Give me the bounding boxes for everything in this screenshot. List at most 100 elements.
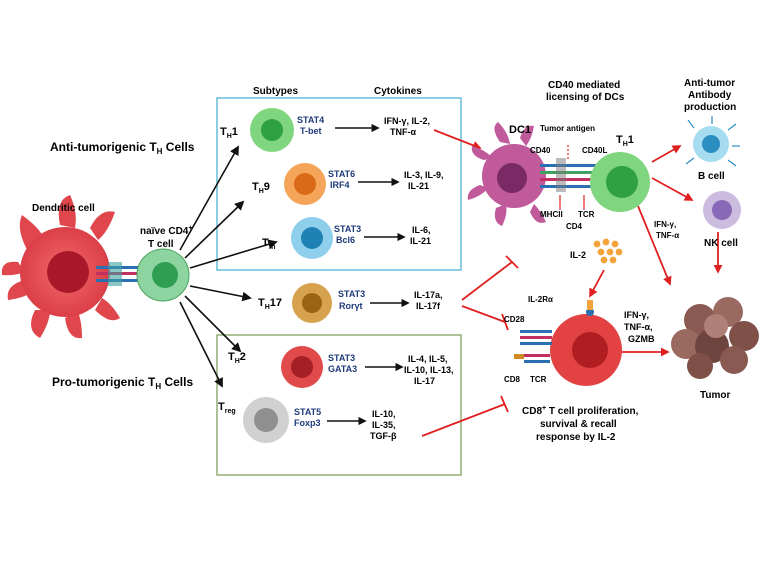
tf-tfh-2: Bcl6 <box>336 235 355 245</box>
cytokines-header: Cytokines <box>374 86 422 97</box>
treg-inhibit-line <box>421 403 506 437</box>
pro-tumorigenic-box <box>216 334 462 476</box>
cytokines-th9-1: IL-3, IL-9, <box>404 170 444 180</box>
cd8-effector-1: IFN-γ, <box>624 310 649 320</box>
tf-th2-1: STAT3 <box>328 353 355 363</box>
anti-tumorigenic-title: Anti-tumorigenic TH Cells <box>50 140 195 156</box>
dc1-th1-synapse-icon <box>540 145 596 210</box>
cd8-prolif-1: CD8+ T cell proliferation, <box>522 405 639 417</box>
tf-treg-2: Foxp3 <box>294 418 321 428</box>
th1-subtype-cell-icon <box>250 108 294 152</box>
tf-th9-1: STAT6 <box>328 169 355 179</box>
th1-to-bcell-arrow <box>651 145 682 163</box>
th1-effector-1: IFN-γ, <box>654 220 676 229</box>
subtype-label-treg: Treg <box>218 401 236 415</box>
subtype-label-th2: TH2 <box>228 351 246 365</box>
cd8-effector-3: GZMB <box>628 334 655 344</box>
cd40l-label: CD40L <box>582 146 607 155</box>
cytokines-th2-2: IL-10, IL-13, <box>404 365 454 375</box>
tfh-subtype-cell-icon <box>291 217 333 259</box>
antitumor-title-2: Antibody <box>688 90 732 101</box>
il2ra-label: IL-2Rα <box>528 295 553 304</box>
tf-th1-1: STAT4 <box>297 115 324 125</box>
arrow-to-th17 <box>189 285 252 302</box>
differentiation-arrows <box>179 145 278 388</box>
il2-particles-icon <box>593 238 623 264</box>
il2-to-cd8-arrow <box>589 269 605 298</box>
treg-subtype-cell-icon <box>243 397 289 443</box>
th17-inhibit-cd8 <box>461 305 506 323</box>
cytokines-th17-1: IL-17a, <box>414 290 443 300</box>
arrow-to-th1 <box>179 145 239 251</box>
cd8-prolif-3: response by IL-2 <box>536 432 616 443</box>
cd8-label: CD8 <box>504 375 521 384</box>
b-cell-icon <box>685 116 740 167</box>
th1-cell-icon <box>590 152 650 212</box>
cd40-title-1: CD40 mediated <box>548 80 620 91</box>
nk-cell-icon <box>703 191 741 229</box>
tcr-label: TCR <box>578 210 595 219</box>
tf-th2-2: GATA3 <box>328 364 357 374</box>
th2-subtype-cell-icon <box>281 346 323 388</box>
th17-inhibit-line <box>461 261 513 301</box>
cd8-t-cell-icon <box>514 300 622 386</box>
cd4-label: CD4 <box>566 222 583 231</box>
subtype-label-th17: TH17 <box>258 297 282 311</box>
cd40-title-2: licensing of DCs <box>546 92 625 103</box>
naive-t-cell-label: naïve CD4+ <box>140 225 192 237</box>
antitumor-title-3: production <box>684 102 736 113</box>
tumor-antigen-label: Tumor antigen <box>540 124 595 133</box>
th9-subtype-cell-icon <box>284 163 326 205</box>
dendritic-cell-label: Dendritic cell <box>32 203 95 214</box>
cytokines-th2-1: IL-4, IL-5, <box>408 354 448 364</box>
subtype-label-tfh: Tfh <box>262 237 275 251</box>
arrow-to-th2 <box>184 295 242 353</box>
arrow-to-treg <box>179 301 223 388</box>
tcr2-label: TCR <box>530 375 547 384</box>
pro-tumorigenic-title: Pro-tumorigenic TH Cells <box>52 375 193 391</box>
th1-effector-2: TNF-α <box>656 231 679 240</box>
tumor-label: Tumor <box>700 390 730 401</box>
subtypes-header: Subtypes <box>253 86 298 97</box>
il2-label: IL-2 <box>570 250 586 260</box>
subtype-label-th1: TH1 <box>220 126 238 140</box>
b-cell-label: B cell <box>698 171 725 182</box>
cytokines-treg-2: IL-35, <box>372 420 396 430</box>
cytokines-th1-1: IFN-γ, IL-2, <box>384 116 430 126</box>
tf-th9-2: IRF4 <box>330 180 350 190</box>
cytokines-treg-3: TGF-β <box>370 431 397 441</box>
tf-th17-2: Rorγt <box>339 301 363 311</box>
tf-treg-1: STAT5 <box>294 407 321 417</box>
th1-to-dc1-arrow <box>433 129 482 150</box>
cytokines-th17-2: IL-17f <box>416 301 441 311</box>
arrow-to-tfh <box>189 239 278 269</box>
tf-tfh-1: STAT3 <box>334 224 361 234</box>
cd8-prolif-2: survival & recall <box>540 419 617 430</box>
th17-subtype-cell-icon <box>292 283 332 323</box>
cytokines-th2-3: IL-17 <box>414 376 435 386</box>
cytokines-th9-2: IL-21 <box>408 181 429 191</box>
dc-naive-synapse-icon <box>96 262 140 286</box>
dendritic-cell-icon <box>1 195 120 339</box>
th1-to-nk-arrow <box>651 177 694 201</box>
red-connectors <box>421 129 723 437</box>
naive-t-cell-icon <box>136 248 190 302</box>
cytokines-tfh-2: IL-21 <box>410 236 431 246</box>
cd8-effector-2: TNF-α, <box>624 322 653 332</box>
tf-th17-1: STAT3 <box>338 289 365 299</box>
tumor-icon <box>671 297 759 379</box>
tf-th1-2: T-bet <box>300 126 322 136</box>
cytokines-th1-2: TNF-α <box>390 127 416 137</box>
dc1-cell-icon <box>467 122 546 226</box>
cytokine-arrows <box>327 123 410 426</box>
cd40-label: CD40 <box>530 146 551 155</box>
arrow-to-th9 <box>184 200 245 259</box>
mhcii-label: MHCII <box>540 210 563 219</box>
cd28-label: CD28 <box>504 315 525 324</box>
cytokines-treg-1: IL-10, <box>372 409 396 419</box>
naive-t-cell-label-2: T cell <box>148 239 174 250</box>
th1-to-tumor-arrow <box>637 205 672 286</box>
th1-right-label: TH1 <box>616 134 634 148</box>
antitumor-title-1: Anti-tumor <box>684 78 735 89</box>
